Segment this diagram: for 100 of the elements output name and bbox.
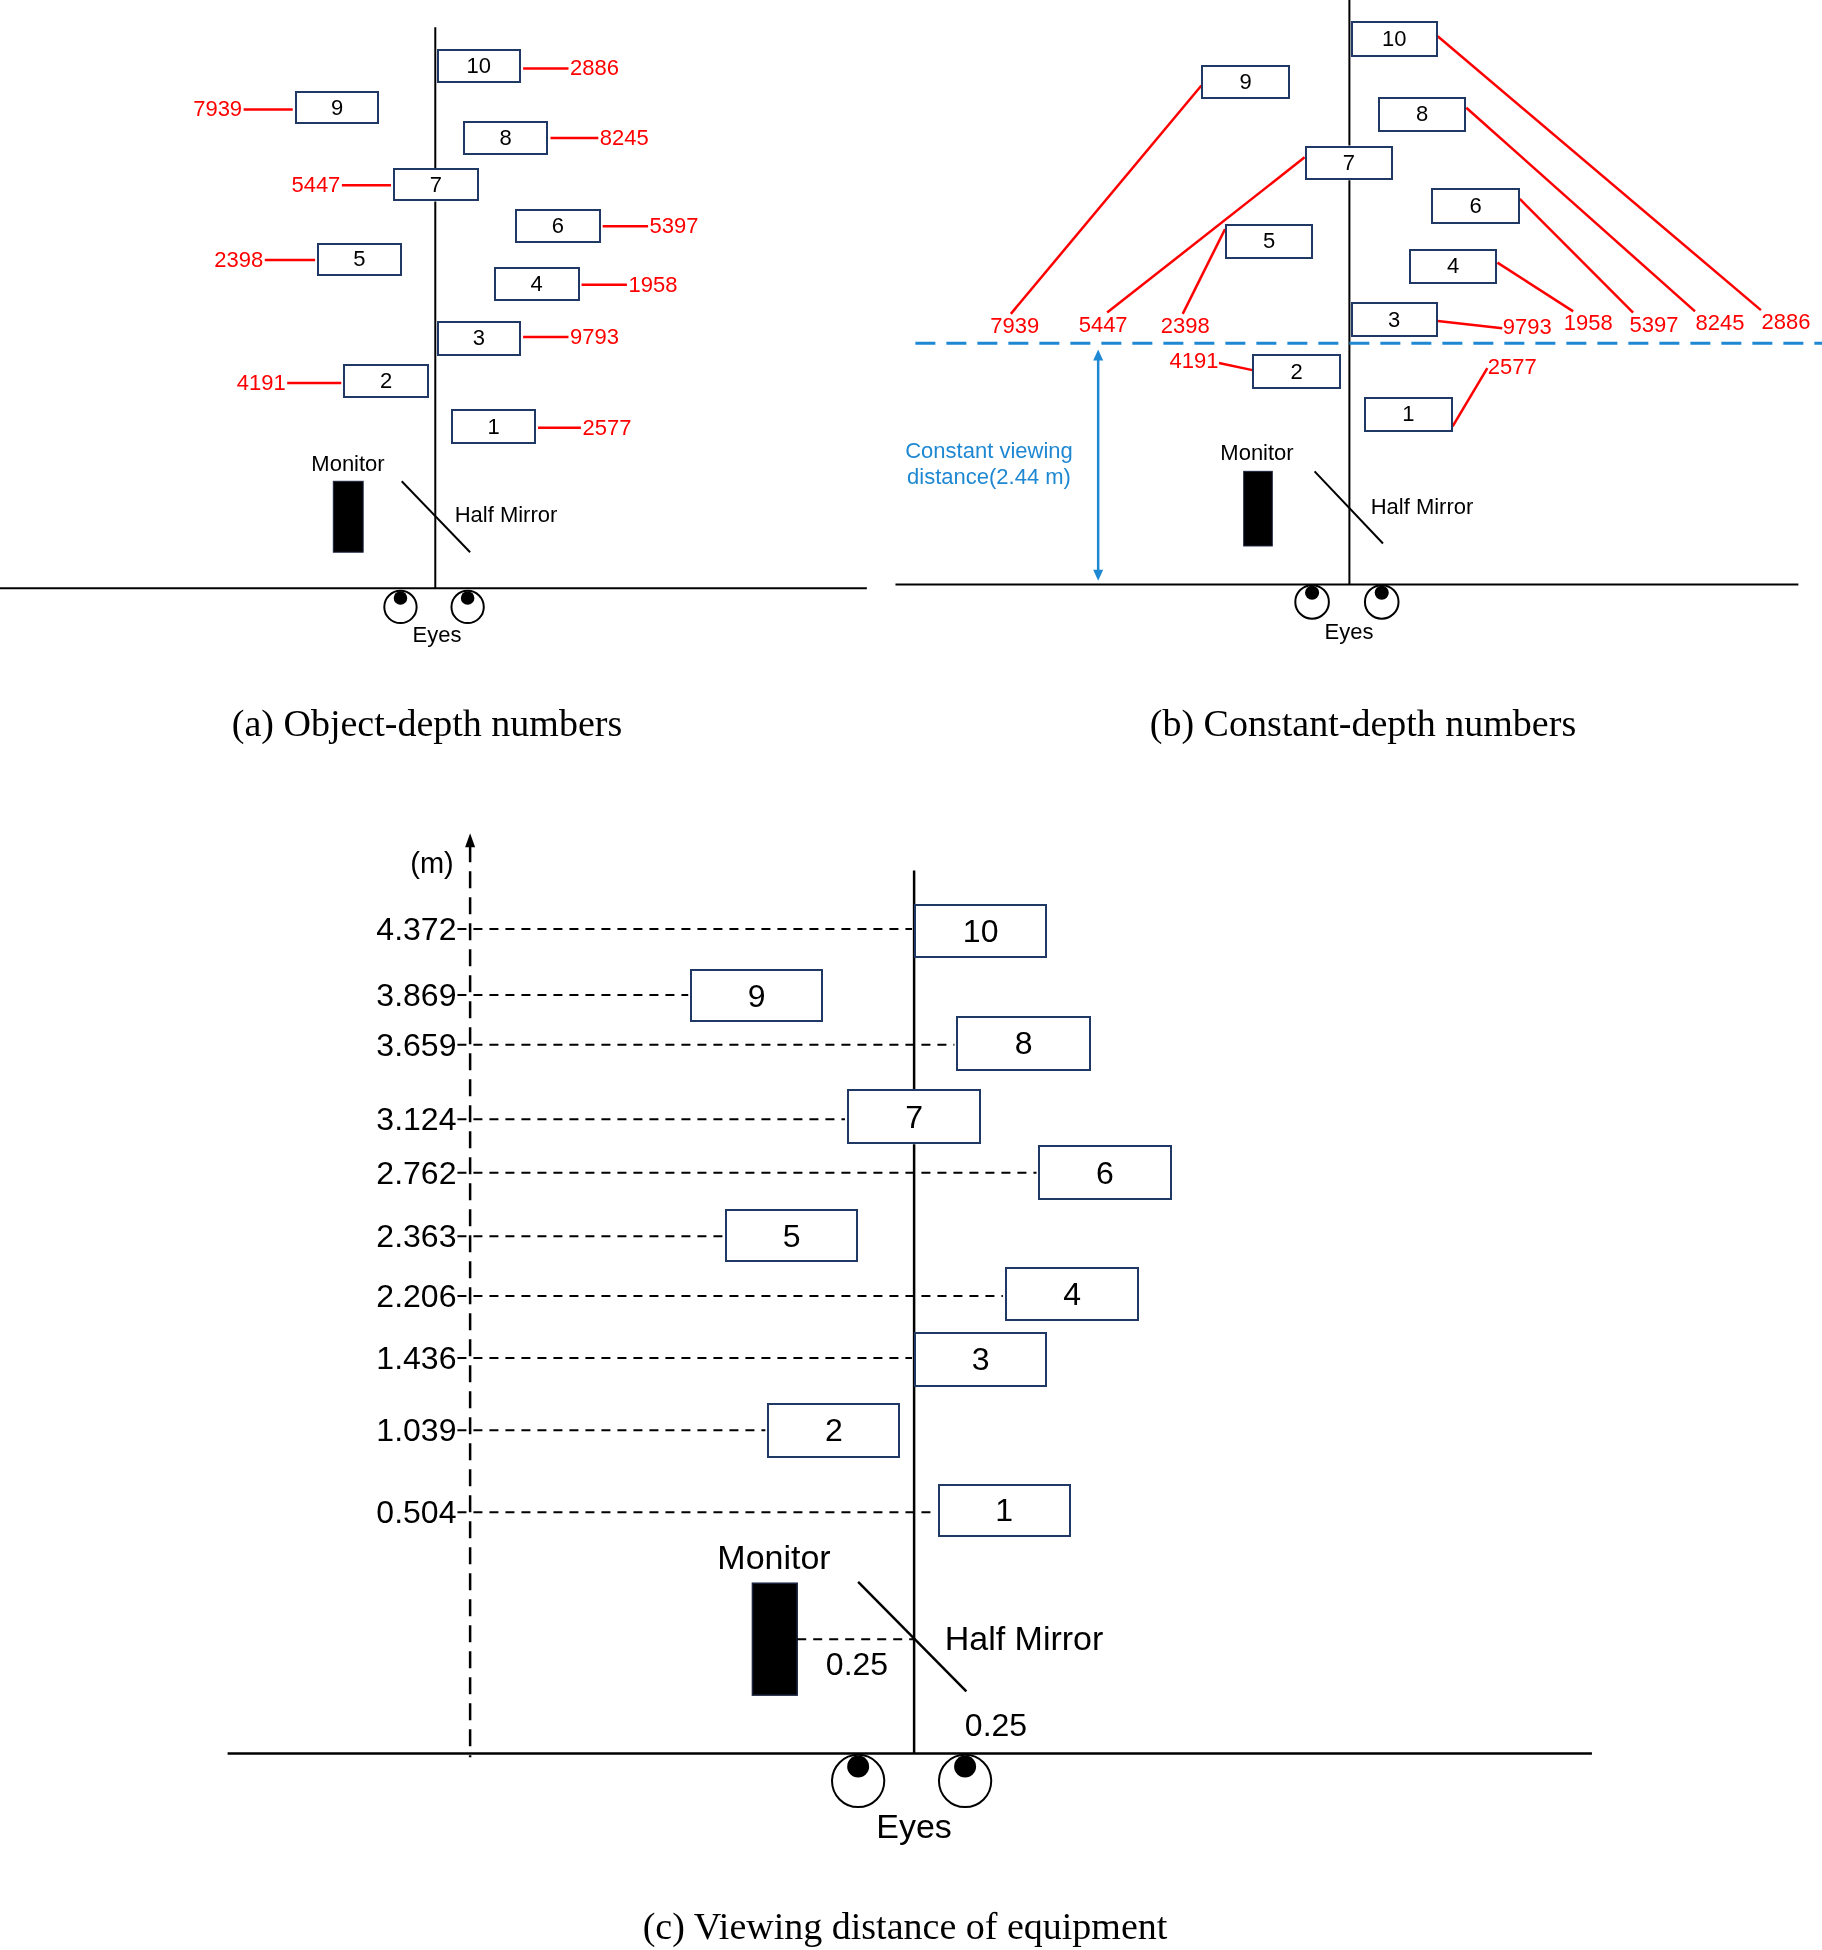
target-box: 7 — [393, 167, 479, 202]
target-box: 10 — [1350, 21, 1438, 58]
target-box: 7 — [1304, 145, 1393, 181]
mirror-label: Half Mirror — [944, 1621, 1104, 1655]
target-box: 6 — [1038, 1145, 1172, 1201]
guide-line — [456, 1429, 767, 1432]
target-box: 2 — [767, 1402, 901, 1458]
depth-number: 7939 — [192, 97, 243, 122]
depth-number: 5447 — [1078, 312, 1129, 337]
target-box: 8 — [1378, 97, 1467, 132]
eyes-label: Eyes — [876, 1809, 952, 1843]
guide-line — [456, 1118, 846, 1121]
leader-line — [523, 335, 569, 339]
target-box: 4 — [1004, 1267, 1140, 1321]
axis-value: 1.436 — [372, 1341, 457, 1376]
guide-line — [456, 1171, 1038, 1174]
dimension-label: 0.25 — [825, 1648, 889, 1680]
depth-number: 5397 — [1629, 312, 1680, 337]
leader-line — [243, 108, 293, 111]
target-box: 3 — [436, 320, 522, 356]
figure-caption: (b) Constant-depth numbers — [1149, 704, 1577, 742]
target-box: 4 — [493, 267, 580, 301]
leader-line — [1451, 367, 1489, 427]
axis-value: 0.504 — [372, 1495, 457, 1530]
axis-value: 3.659 — [372, 1027, 457, 1062]
depth-number: 2577 — [581, 415, 632, 440]
depth-number: 5447 — [290, 173, 341, 198]
leader-line — [287, 381, 342, 385]
eyes-label: Eyes — [412, 624, 462, 646]
axis-value: 3.869 — [372, 977, 457, 1012]
eyes-label: Eyes — [1324, 621, 1374, 643]
depth-number: 1958 — [1563, 311, 1614, 336]
target-box: 9 — [294, 90, 380, 125]
guide-line — [456, 928, 914, 931]
axis-value: 2.762 — [372, 1155, 457, 1190]
depth-number: 2886 — [1760, 310, 1811, 335]
depth-number: 8245 — [1695, 311, 1745, 336]
leader-line — [550, 136, 599, 140]
target-box: 10 — [436, 48, 522, 84]
depth-number: 2398 — [1160, 313, 1211, 338]
target-box: 2 — [1252, 354, 1341, 390]
axis-value: 2.206 — [372, 1278, 457, 1313]
guide-line — [456, 1357, 914, 1360]
figure-caption: (a) Object-depth numbers — [231, 704, 623, 742]
target-box: 1 — [1364, 396, 1453, 432]
leader-line — [1436, 35, 1762, 312]
axis-unit-label: (m) — [410, 848, 454, 878]
leader-line — [538, 426, 581, 430]
target-box: 8 — [956, 1016, 1091, 1071]
leader-line — [602, 225, 649, 228]
target-box: 3 — [1350, 302, 1438, 337]
axis-value: 4.372 — [372, 912, 457, 947]
depth-number: 7939 — [989, 313, 1040, 338]
leader-line — [523, 67, 569, 70]
target-box: 5 — [725, 1208, 859, 1263]
leader-line — [1518, 198, 1634, 314]
guide-line — [456, 1235, 725, 1238]
mirror-label: Half Mirror — [454, 504, 558, 526]
dimension-label: 0.25 — [964, 1709, 1028, 1741]
leader-line — [264, 258, 316, 262]
axis-value: 1.039 — [372, 1413, 457, 1448]
target-box: 1 — [451, 409, 536, 444]
target-box: 9 — [1201, 64, 1290, 100]
depth-number: 9793 — [569, 325, 620, 350]
leader-line — [1496, 261, 1574, 313]
target-box: 4 — [1409, 248, 1498, 284]
depth-number: 5397 — [649, 214, 700, 239]
target-box: 6 — [1431, 187, 1520, 224]
target-box: 3 — [914, 1332, 1048, 1387]
leader-line — [1181, 228, 1227, 315]
depth-number: 1958 — [627, 272, 678, 297]
target-box: 1 — [937, 1483, 1071, 1538]
target-box: 10 — [914, 904, 1048, 958]
leader-line — [1106, 156, 1306, 314]
target-box: 7 — [846, 1089, 982, 1145]
dimension-label: Constant viewing distance(2.44 m) — [904, 437, 1074, 491]
monitor-label: Monitor — [1220, 442, 1294, 464]
guide-line — [456, 993, 690, 996]
target-box: 6 — [514, 208, 601, 243]
leader-line — [581, 283, 627, 287]
depth-number: 2886 — [569, 56, 620, 81]
depth-number: 9793 — [1502, 315, 1553, 340]
depth-number: 4191 — [1168, 348, 1219, 373]
leader-line — [1465, 106, 1696, 313]
axis-value: 3.124 — [372, 1102, 457, 1137]
monitor-label: Monitor — [717, 1540, 831, 1574]
leader-line — [1218, 361, 1253, 372]
target-box: 5 — [1225, 223, 1314, 259]
target-box: 8 — [462, 120, 549, 156]
leader-line — [341, 184, 391, 187]
figure-caption: (c) Viewing distance of equipment — [642, 1907, 1168, 1945]
leader-line — [1009, 84, 1203, 315]
monitor-label: Monitor — [311, 453, 385, 475]
depth-number: 2398 — [213, 247, 264, 272]
depth-number: 2577 — [1487, 354, 1538, 379]
mirror-label: Half Mirror — [1370, 496, 1474, 518]
guide-line — [456, 1294, 1004, 1297]
depth-number: 4191 — [236, 371, 287, 396]
guide-line — [456, 1043, 956, 1046]
target-box: 9 — [690, 968, 824, 1023]
